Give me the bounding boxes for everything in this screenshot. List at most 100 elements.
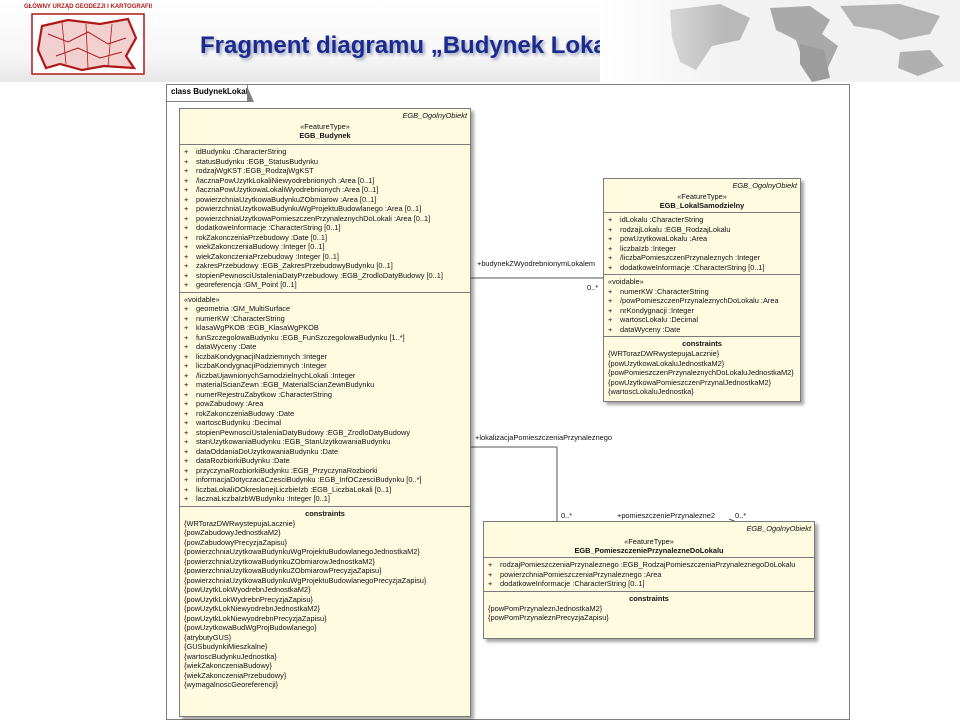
- visibility-marker: +: [184, 351, 189, 361]
- attribute-text: numerKW :CharacterString: [196, 313, 285, 323]
- attribute-text: rokZakonczeniaPrzebudowy :Date [0..1]: [196, 232, 328, 242]
- attribute-text: wiekZakonczeniaBudowy :Integer [0..1]: [196, 242, 325, 251]
- attribute-row: +dodatkoweInformacje :CharacterString [0…: [608, 263, 796, 273]
- attribute-text: rodzajWgKST :EGB_RodzajWgKST: [196, 166, 314, 175]
- attribute-row: +przyczynaRozbiorkiBudynku :EGB_Przyczyn…: [184, 466, 466, 476]
- attribute-row: +rokZakonczeniaBudowy :Date: [184, 409, 466, 419]
- namespace-label: EGB_OgolnyObiekt: [732, 181, 798, 190]
- attribute-row: +materialScianZewn :EGB_MaterialScianZew…: [184, 380, 466, 390]
- constraints-title: constraints: [629, 593, 669, 603]
- attribute-text: geometria :GM_MultiSurface: [196, 304, 291, 313]
- diagram-label: class BudynekLokal: [167, 85, 254, 102]
- attribute-text: informacjaDotyczacaCzesciBudynku :EGB_In…: [196, 475, 422, 484]
- role-lokalizacja-pomieszczenia: +lokalizacjaPomieszczeniaPrzynaleznego: [475, 433, 613, 442]
- constraint-row: {powierzchniaUzytkowaBudynkuZObmiarowPre…: [184, 566, 382, 575]
- attribute-row: +rokZakonczeniaPrzebudowy :Date [0..1]: [184, 233, 466, 243]
- attributes-section: + idBudynku :CharacterString+statusBudynk…: [180, 144, 470, 292]
- attribute-text: idLokalu :CharacterString: [620, 215, 704, 224]
- attribute-row: +statusBudynku :EGB_StatusBudynku: [184, 157, 466, 167]
- attribute-text: georeferencja :GM_Point [0..1]: [196, 280, 297, 289]
- voidable-list: +numerKW :CharacterString+/powPomieszcze…: [608, 287, 796, 335]
- attribute-row: +georeferencja :GM_Point [0..1]: [184, 280, 466, 290]
- attribute-row: +numerKW :CharacterString: [184, 314, 466, 324]
- constraint-row: {powUzytkowaLokaluJednostkaM2}: [608, 358, 725, 368]
- attribute-text: /lacznaPowUzytkLokaliNiewyodrebnionych :…: [196, 175, 375, 185]
- attribute-text: powierzchniaUzytkowaPomieszczenPrzynalez…: [196, 213, 431, 223]
- attributes-section: + rodzajPomieszczeniaPrzynaleznego :EGB_R…: [484, 557, 814, 591]
- constraint-row: {powPomieszczenPrzynaleznychDoLokaluJedn…: [608, 368, 794, 377]
- attribute-text: idBudynku :CharacterString: [196, 147, 287, 156]
- attributes-section: +idLokalu :CharacterString+rodzajLokalu …: [604, 212, 800, 274]
- stereotype-label: «FeatureType»: [677, 192, 727, 201]
- visibility-marker: +: [184, 437, 189, 446]
- multiplicity-label: 0..*: [587, 283, 599, 292]
- visibility-marker: +: [184, 213, 189, 223]
- attribute-row: +dataOddaniaDoUzytkowaniaBudynku :Date: [184, 447, 466, 457]
- visibility-marker: +: [184, 380, 189, 389]
- attribute-text: powierzchniaUzytkowaBudynkuWgProjektuBud…: [196, 204, 422, 213]
- visibility-marker: +: [184, 427, 189, 437]
- role-budynek-z-wyodrebnionym-lokalem: +budynekZWyodrebnionymLokalem: [477, 259, 596, 268]
- attribute-text: klasaWgPKOB :EGB_KlasaWgPKOB: [196, 323, 319, 332]
- visibility-marker: +: [184, 446, 189, 456]
- class-egb-pomieszczenie-przynalezne[interactable]: EGB_OgolnyObiekt «FeatureType» EGB_Pomie…: [483, 521, 815, 639]
- attribute-text: rodzajPomieszczeniaPrzynaleznego :EGB_Ro…: [500, 560, 796, 569]
- constraint-row: {powUzytkLokWydrebnPrecyzjaZapisu}: [184, 594, 313, 604]
- world-map-banner: [600, 0, 960, 82]
- attribute-text: funSzczegolowaBudynku :EGB_FunSzczegolow…: [196, 332, 405, 342]
- visibility-marker: +: [184, 204, 189, 213]
- class-name: EGB_LokalSamodzielny: [659, 201, 745, 210]
- voidable-label: «voidable»: [184, 294, 220, 304]
- visibility-marker: +: [184, 342, 189, 351]
- constraint-row: {GUSbudynkiMieszkalne}: [184, 642, 268, 651]
- constraints-section: constraints {powPomPrzynaleznJednostkaM2…: [484, 590, 814, 625]
- attribute-text: powierzchniaPomieszczeniaPrzynaleznego :…: [500, 569, 662, 579]
- visibility-marker: +: [184, 270, 189, 280]
- visibility-marker: +: [608, 224, 613, 234]
- attribute-row: +lacznaLiczbaIzbWBudynku :Integer [0..1]: [184, 494, 466, 504]
- visibility-marker: +: [184, 147, 189, 156]
- attribute-text: /powPomieszczenPrzynaleznychDoLokalu :Ar…: [620, 296, 779, 305]
- attribute-row: +/powPomieszczenPrzynaleznychDoLokalu :A…: [608, 296, 796, 306]
- attribute-text: /liczbaUjawnionychSamodzielnychLokali :I…: [196, 370, 356, 380]
- attribute-text: rokZakonczeniaBudowy :Date: [196, 408, 295, 418]
- attribute-row: +idLokalu :CharacterString: [608, 215, 796, 225]
- visibility-marker: +: [608, 315, 613, 324]
- constraint-row: {powZabudowyJednostkaM2}: [184, 528, 281, 537]
- attribute-row: +/lacznaPowUzytkowaLokaliWyodrebnionych …: [184, 185, 466, 195]
- attribute-text: dataWyceny :Date: [196, 342, 257, 351]
- class-name: EGB_PomieszczeniePrzynalezneDoLokalu: [574, 546, 724, 555]
- attribute-row: +wiekZakonczeniaPrzebudowy :Integer [0..…: [184, 252, 466, 262]
- constraint-row: {powUzytkLokNiewyodrebnJednostkaM2}: [184, 604, 320, 613]
- attribute-row: +powUzytkowaLokalu :Area: [608, 234, 796, 244]
- visibility-marker: +: [184, 304, 189, 313]
- attribute-row: +funSzczegolowaBudynku :EGB_FunSzczegolo…: [184, 333, 466, 343]
- constraint-row: {powZabudowyPrecyzjaZapisu}: [184, 537, 288, 547]
- attribute-row: +liczbaLokaliOOkreslonejLiczbieIzb :EGB_…: [184, 485, 466, 495]
- attribute-row: +/lacznaPowUzytkLokaliNiewyodrebnionych …: [184, 176, 466, 186]
- stereotype-label: «FeatureType»: [300, 122, 350, 131]
- attribute-row: +zakresPrzebudowy :EGB_ZakresPrzebudowyB…: [184, 261, 466, 271]
- constraint-row: {powUzytkLokNiewyodrebnPrecyzjaZapisu}: [184, 613, 327, 623]
- attribute-text: numerRejestruZabytkow :CharacterString: [196, 389, 332, 399]
- visibility-marker: +: [488, 579, 493, 588]
- class-egb-budynek[interactable]: EGB_OgolnyObiekt «FeatureType» EGB_Budyn…: [179, 108, 471, 717]
- attribute-text: /liczbaPomieszczenPrzynaleznych :Integer: [620, 253, 761, 262]
- visibility-marker: +: [608, 324, 613, 334]
- visibility-marker: +: [184, 251, 189, 261]
- attribute-text: numerKW :CharacterString: [620, 286, 709, 296]
- voidable-section: «voidable» +geometria :GM_MultiSurface+n…: [180, 291, 470, 506]
- slide-header: GŁÓWNY URZĄD GEODEZJI I KARTOGRAFII Frag…: [0, 0, 960, 82]
- attribute-text: nrKondygnacji :Integer: [620, 305, 694, 315]
- attribute-text: liczbaKondygnacjiNadziemnych :Integer: [196, 351, 328, 361]
- voidable-section: «voidable» +numerKW :CharacterString+/po…: [604, 274, 800, 336]
- voidable-list: +geometria :GM_MultiSurface+numerKW :Cha…: [184, 304, 466, 504]
- attribute-text: stanUzytkowaniaBudynku :EGB_StanUzytkowa…: [196, 437, 391, 446]
- constraint-row: {atrybutyGUS}: [184, 632, 232, 642]
- visibility-marker: +: [608, 253, 613, 262]
- constraint-row: {powUzytkowaBudWgProjBudowlanego}: [184, 623, 317, 632]
- constraint-row: {WRTorazDWRwystepujaLacznie}: [608, 349, 720, 358]
- class-egb-lokal-samodzielny[interactable]: EGB_OgolnyObiekt «FeatureType» EGB_Lokal…: [603, 178, 801, 402]
- constraint-row: {powPomPrzynaleznPrecyzjaZapisu}: [488, 613, 609, 622]
- attribute-row: +dodatkoweInformacje :CharacterString [0…: [184, 223, 466, 233]
